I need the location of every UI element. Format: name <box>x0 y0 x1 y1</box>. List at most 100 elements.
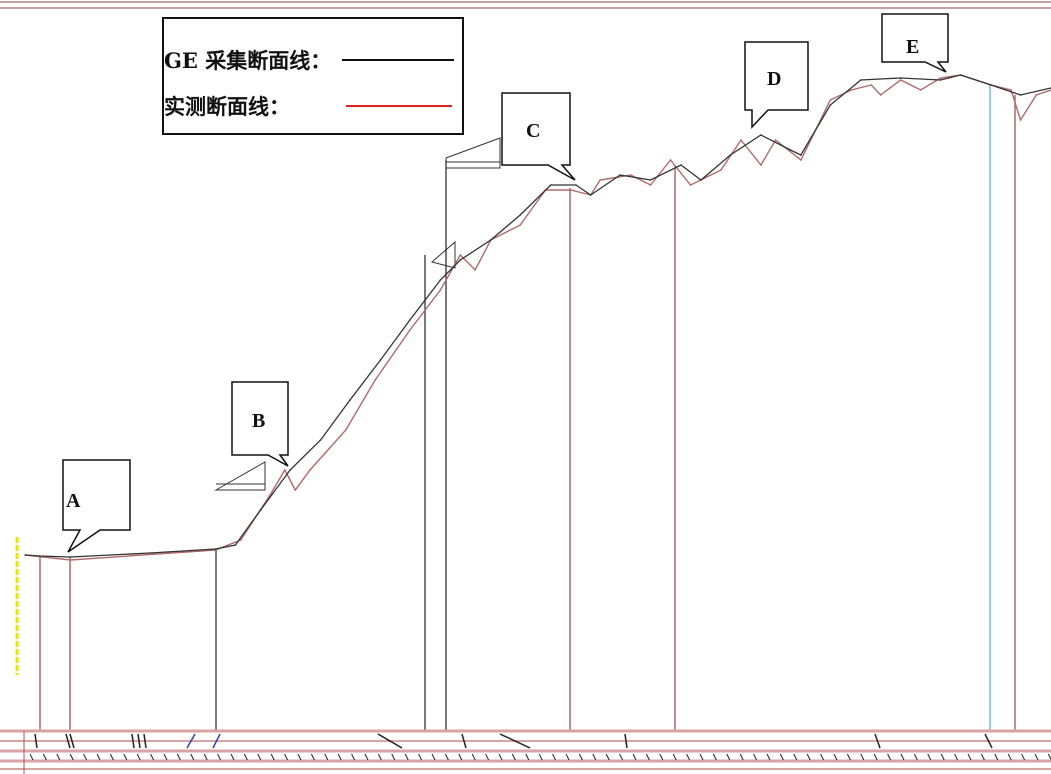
strip-tick <box>498 753 503 761</box>
strip-tick <box>565 753 570 761</box>
strip-tick <box>887 753 892 761</box>
strip-tick <box>645 753 650 761</box>
measured-point <box>870 84 873 86</box>
strip-tick <box>217 753 222 761</box>
strip-tick <box>29 753 34 761</box>
ge-point <box>69 556 72 558</box>
strip-tick <box>619 753 624 761</box>
top-border <box>0 1 1051 9</box>
measured-point <box>269 494 271 496</box>
ge-point <box>289 469 291 471</box>
callout-label-d: D <box>767 68 782 90</box>
strip-tick <box>310 753 315 761</box>
measured-point <box>774 139 777 141</box>
ge-point <box>319 439 322 441</box>
strip-tick <box>364 753 369 761</box>
strip-tick <box>994 753 999 761</box>
strip-tick <box>927 753 932 761</box>
ge-point <box>439 279 442 281</box>
strip-tick <box>686 753 691 761</box>
strip-tick <box>444 753 449 761</box>
ge-point <box>700 179 702 181</box>
legend-ge-swatch <box>342 59 454 61</box>
ge-point <box>459 259 462 261</box>
callout-label-b: B <box>252 410 266 432</box>
measured-point <box>239 539 242 541</box>
strip-tick <box>485 753 490 761</box>
strip-tick <box>873 753 878 761</box>
strip-tick <box>632 753 637 761</box>
strip-tick <box>391 753 396 761</box>
measured-point <box>760 164 762 166</box>
measured-point <box>569 189 572 191</box>
strip-tick <box>833 753 838 761</box>
strip-tick <box>860 753 865 761</box>
strip-tick <box>203 753 208 761</box>
strip-mark <box>186 733 196 749</box>
legend-measured-label: 实测断面线： <box>164 94 290 119</box>
strip-tick <box>806 753 811 761</box>
ge-point <box>379 359 382 361</box>
measured-point <box>309 469 311 471</box>
measured-point <box>689 184 692 186</box>
strip-tick <box>324 753 329 761</box>
ge-point <box>409 319 411 321</box>
strip-tick <box>270 753 275 761</box>
measured-point <box>939 77 942 79</box>
strip-tick <box>136 753 141 761</box>
ge-point <box>959 74 962 76</box>
strip-tick <box>109 753 114 761</box>
strip-tick <box>592 753 597 761</box>
strip-tick <box>431 753 436 761</box>
measured-point <box>1019 119 1022 121</box>
section-lines <box>39 85 1016 731</box>
ge-point <box>729 154 732 156</box>
legend-measured-swatch <box>346 105 452 107</box>
strip-tick <box>793 753 798 761</box>
strip-tick <box>42 753 47 761</box>
strip-mark <box>874 733 881 749</box>
strip-tick <box>699 753 704 761</box>
measured-point <box>1035 94 1038 96</box>
measured-point <box>284 469 286 471</box>
measured-point <box>649 184 652 186</box>
ge-point <box>589 194 592 196</box>
strip-mark <box>499 733 531 749</box>
ge-point <box>149 552 152 554</box>
strip-mark <box>131 733 135 749</box>
strip-tick <box>163 753 168 761</box>
ge-point <box>990 84 992 86</box>
ge-point <box>800 154 802 156</box>
measured-point <box>629 174 632 176</box>
strip-tick <box>552 753 557 761</box>
strip-tick <box>578 753 583 761</box>
strip-tick <box>230 753 235 761</box>
measured-point <box>800 159 802 161</box>
strip-tick <box>96 753 101 761</box>
strip-tick <box>766 753 771 761</box>
ge-point <box>619 174 621 176</box>
strip-tick <box>605 753 610 761</box>
strip-tick <box>377 753 382 761</box>
ge-point <box>490 239 492 241</box>
strip-mark <box>212 733 221 749</box>
strip-tick <box>284 753 289 761</box>
strip-mark <box>69 733 75 749</box>
ge-point <box>939 79 942 81</box>
callout-e <box>881 13 949 73</box>
strip-tick <box>525 753 530 761</box>
measured-point <box>919 89 922 91</box>
strip-tick <box>967 753 972 761</box>
strip-mark <box>137 733 141 749</box>
strip-tick <box>1021 753 1026 761</box>
callout-label-e: E <box>906 36 920 58</box>
ge-point <box>519 214 522 216</box>
ge-point <box>829 104 832 106</box>
callouts <box>62 13 949 553</box>
strip-tick <box>511 753 516 761</box>
series-lines <box>24 74 1051 561</box>
strip-mark <box>143 733 147 749</box>
strip-tick <box>980 753 985 761</box>
strip-tick <box>471 753 476 761</box>
strip-tick <box>712 753 717 761</box>
